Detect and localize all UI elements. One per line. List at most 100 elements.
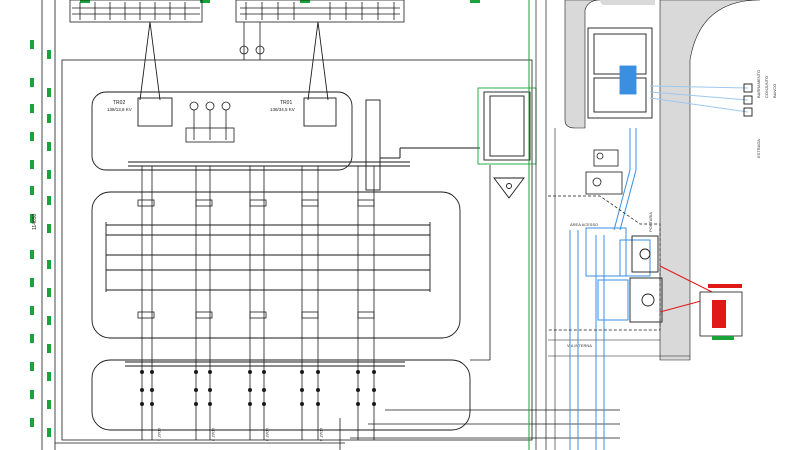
control-building <box>587 27 753 119</box>
boundary-marker <box>30 78 34 87</box>
boundary-marker <box>47 142 51 151</box>
feeder-label: LDAT 2 <box>211 428 216 442</box>
access-road <box>548 0 761 450</box>
top-busbar-left <box>69 0 203 23</box>
feeder-terminal <box>316 370 320 374</box>
feeder-terminal <box>300 388 304 392</box>
feeder-circuits <box>137 166 376 440</box>
road-label-main: ESTRADA <box>756 139 761 158</box>
gate-switchgear <box>629 235 663 323</box>
breaker <box>301 311 319 319</box>
right-label: CONJUNTO <box>764 76 769 98</box>
boundary-marker <box>47 50 51 59</box>
site-boundary <box>41 0 533 450</box>
feeder-terminal <box>194 388 198 392</box>
breaker <box>195 199 213 207</box>
feeder-labels: LDAT 1 LDAT 2 LDAT 3 LDAT 4 <box>157 428 324 442</box>
boundary-marker <box>47 344 51 353</box>
road-label-access: ÁREA ACESSO <box>570 222 598 227</box>
mv-bus <box>128 147 480 167</box>
breaker <box>137 311 155 319</box>
equipment-boxes <box>585 149 623 195</box>
boundary-marker <box>470 0 480 3</box>
boundary-marker <box>47 196 51 205</box>
road-label-lower: VIA INTERNA <box>567 343 592 348</box>
boundary-marker <box>30 214 34 223</box>
blue-cable-duct <box>569 128 651 450</box>
road-label-gate: PORTARIA <box>648 212 653 232</box>
feeder-terminal <box>150 402 154 406</box>
feeder-terminal <box>372 388 376 392</box>
boundary-marker <box>47 224 51 233</box>
switch-drop-symbol <box>255 45 265 55</box>
boundary-marker <box>30 186 34 195</box>
boundary-marker <box>47 260 51 269</box>
feeder-yard <box>91 191 471 431</box>
boundary-marker <box>30 40 34 49</box>
breaker <box>357 199 375 207</box>
feeder-terminal <box>356 388 360 392</box>
boundary-marker <box>47 170 51 179</box>
boundary-marker <box>30 334 34 343</box>
boundary-marker <box>47 400 51 409</box>
boundary-marker <box>47 428 51 437</box>
breaker <box>137 199 155 207</box>
feeder-terminal <box>150 370 154 374</box>
switch-drop-symbol <box>239 45 249 55</box>
boundary-marker <box>47 88 51 97</box>
feeder-terminal <box>300 402 304 406</box>
feeder-terminal <box>316 402 320 406</box>
feeder-terminal <box>194 402 198 406</box>
feeder-terminal <box>140 370 144 374</box>
boundary-marker <box>30 362 34 371</box>
control-house <box>477 87 537 199</box>
dashed-enclosure <box>548 195 661 331</box>
tr02-rating: 138/13,8 KV <box>107 107 132 112</box>
tr01-name: TR01 <box>280 100 292 106</box>
boundary-marker <box>30 306 34 315</box>
feeder-label: LDAT 3 <box>265 428 270 442</box>
boundary-marker <box>300 0 310 3</box>
feeder-terminal <box>262 388 266 392</box>
feeder-terminal <box>140 388 144 392</box>
transformer-tr02: TR02 138/13,8 KV <box>107 100 132 112</box>
feeder-terminal <box>372 370 376 374</box>
top-busbar-right <box>235 0 405 23</box>
feeder-terminal <box>194 370 198 374</box>
boundary-marker <box>30 132 34 141</box>
boundary-marker <box>30 104 34 113</box>
right-label: BARRAMENTO <box>756 70 761 98</box>
tr01-rating: 138/34,5 KV <box>270 107 295 112</box>
breaker <box>195 311 213 319</box>
feeder-terminal <box>356 402 360 406</box>
feeder-terminal <box>248 370 252 374</box>
boundary-marker <box>47 114 51 123</box>
feeder-terminal <box>262 402 266 406</box>
transformer-tr01: TR01 138/34,5 KV <box>270 100 295 112</box>
feeder-label: LDAT 1 <box>157 428 162 442</box>
feeder-terminal <box>356 370 360 374</box>
feeder-terminal <box>248 402 252 406</box>
boundary-marker <box>80 0 90 3</box>
feeder-terminal <box>208 388 212 392</box>
tr02-name: TR02 <box>113 100 125 106</box>
transformer-yard <box>91 21 381 191</box>
right-label: BANCO <box>772 84 777 98</box>
breaker <box>357 311 375 319</box>
feeder-terminal <box>150 388 154 392</box>
red-callout <box>659 265 743 340</box>
auxiliary-transformers <box>185 101 235 143</box>
boundary-marker <box>47 316 51 325</box>
boundary-marker <box>30 278 34 287</box>
feeder-terminal <box>316 388 320 392</box>
boundary-marker <box>47 372 51 381</box>
boundary-marker <box>47 288 51 297</box>
breaker <box>301 199 319 207</box>
breaker <box>249 199 267 207</box>
feeder-terminal <box>208 402 212 406</box>
feeder-label: LDAT 4 <box>319 428 324 442</box>
feeder-terminal <box>300 370 304 374</box>
breaker <box>249 311 267 319</box>
boundary-marker <box>30 390 34 399</box>
